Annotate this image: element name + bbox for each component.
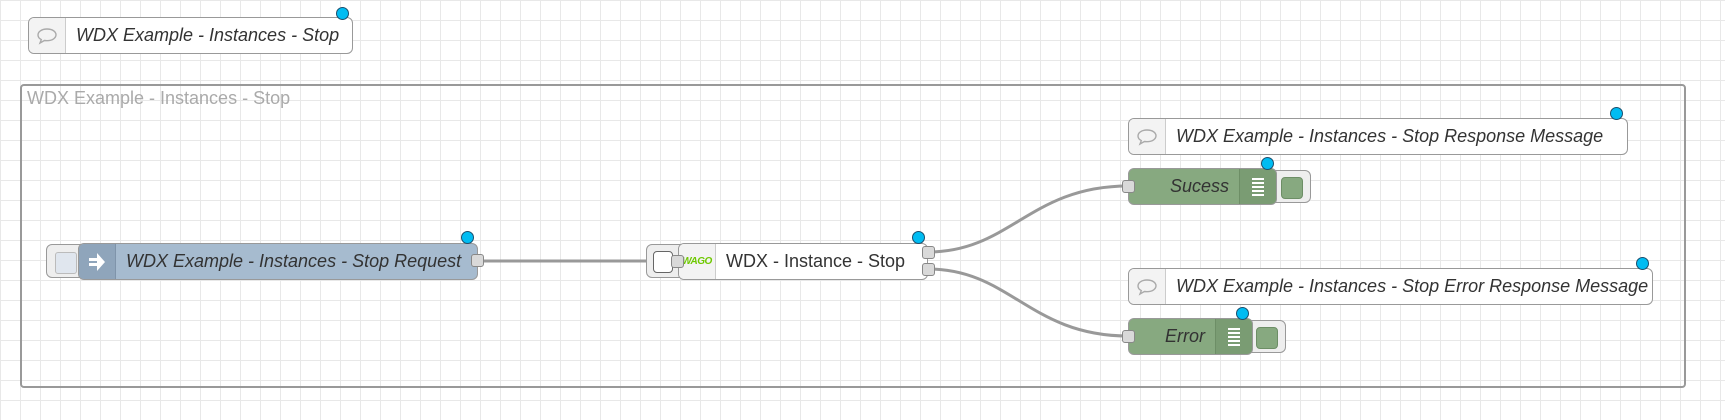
changed-indicator: [1261, 157, 1274, 170]
output-port-error[interactable]: [922, 263, 935, 276]
debug-label: Sucess: [1169, 176, 1229, 196]
wdx-instance-stop-node[interactable]: WAGO WDX - Instance - Stop: [678, 243, 928, 280]
wdx-node-label: WDX - Instance - Stop: [726, 251, 906, 271]
output-port-success[interactable]: [922, 246, 935, 259]
changed-indicator: [1610, 107, 1623, 120]
flow-group[interactable]: [20, 84, 1686, 388]
wire-wdx-to-success[interactable]: [927, 184, 1129, 254]
comment-node-top[interactable]: WDX Example - Instances - Stop: [28, 17, 353, 54]
output-port[interactable]: [471, 254, 484, 267]
wago-logo-icon: WAGO: [679, 244, 716, 279]
comment-node-success[interactable]: WDX Example - Instances - Stop Response …: [1128, 118, 1628, 155]
debug-list-icon: [1239, 169, 1276, 204]
comment-icon: [1129, 269, 1166, 304]
debug-label: Error: [1165, 326, 1205, 346]
debug-node-success[interactable]: Sucess: [1128, 168, 1277, 205]
inject-node[interactable]: WDX Example - Instances - Stop Request: [78, 243, 478, 280]
changed-indicator: [336, 7, 349, 20]
input-port[interactable]: [1122, 180, 1135, 193]
changed-indicator: [1636, 257, 1649, 270]
changed-indicator: [912, 231, 925, 244]
comment-icon: [29, 18, 66, 53]
debug-node-error[interactable]: Error: [1128, 318, 1253, 355]
input-port[interactable]: [1122, 330, 1135, 343]
comment-node-error[interactable]: WDX Example - Instances - Stop Error Res…: [1128, 268, 1653, 305]
changed-indicator: [1236, 307, 1249, 320]
group-label: WDX Example - Instances - Stop: [27, 88, 291, 108]
changed-indicator: [461, 231, 474, 244]
comment-icon: [1129, 119, 1166, 154]
comment-label: WDX Example - Instances - Stop Error Res…: [1176, 276, 1649, 296]
debug-toggle-button[interactable]: [1260, 170, 1311, 203]
inject-label: WDX Example - Instances - Stop Request: [126, 251, 462, 271]
wire-wdx-to-error[interactable]: [927, 267, 1129, 338]
comment-label: WDX Example - Instances - Stop Response …: [1176, 126, 1604, 146]
inject-arrow-icon: [79, 244, 116, 279]
input-port[interactable]: [671, 255, 684, 268]
debug-list-icon: [1215, 319, 1252, 354]
comment-label: WDX Example - Instances - Stop: [76, 25, 340, 45]
